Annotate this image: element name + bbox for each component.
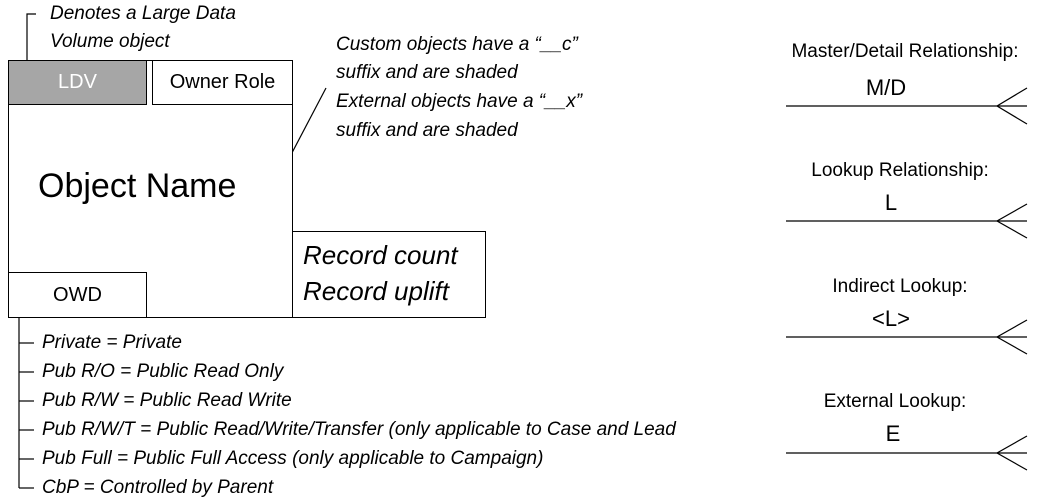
ldv-badge: LDV xyxy=(8,60,147,105)
custom-note-line1: Custom objects have a “__c” xyxy=(336,34,578,55)
custom-note-line4: suffix and are shaded xyxy=(336,120,518,141)
master-detail-code: M/D xyxy=(865,75,907,100)
indirect-lookup-code: <L> xyxy=(872,306,910,331)
indirect-lookup-label: Indirect Lookup: xyxy=(832,276,968,297)
external-lookup-code: E xyxy=(885,421,901,446)
record-uplift: Record uplift xyxy=(303,276,449,306)
ldv-note-line2: Volume object xyxy=(50,31,170,52)
lookup-label: Lookup Relationship: xyxy=(811,160,989,181)
ldv-label: LDV xyxy=(58,71,97,93)
owd-legend-item: Pub R/W = Public Read Write xyxy=(42,390,292,411)
ldv-note-line1: Denotes a Large Data xyxy=(50,3,236,24)
owner-role-box: Owner Role xyxy=(152,60,293,105)
master-detail-line xyxy=(786,87,1028,125)
custom-note-line2: suffix and are shaded xyxy=(336,62,518,83)
custom-note-line3: External objects have a “__x” xyxy=(336,91,583,112)
record-count: Record count xyxy=(303,240,458,270)
external-lookup-line xyxy=(786,435,1028,471)
master-detail-label: Master/Detail Relationship: xyxy=(791,41,1019,62)
owd-legend-item: Pub R/O = Public Read Only xyxy=(42,361,284,382)
owner-role-label: Owner Role xyxy=(169,71,276,93)
owd-legend-item: Pub Full = Public Full Access (only appl… xyxy=(42,448,544,469)
record-box xyxy=(292,231,486,318)
owd-legend-item: Private = Private xyxy=(42,332,182,353)
owd-label: OWD xyxy=(53,283,102,306)
indirect-lookup-line xyxy=(786,319,1028,355)
owd-legend-item: Pub R/W/T = Public Read/Write/Transfer (… xyxy=(42,419,676,440)
owd-box: OWD xyxy=(8,272,147,318)
owd-legend-bracket xyxy=(15,306,34,489)
external-lookup-label: External Lookup: xyxy=(823,391,967,412)
lookup-line xyxy=(786,203,1028,239)
object-name: Object Name xyxy=(38,167,237,205)
lookup-code: L xyxy=(884,190,898,215)
owd-legend-item: CbP = Controlled by Parent xyxy=(42,477,274,498)
